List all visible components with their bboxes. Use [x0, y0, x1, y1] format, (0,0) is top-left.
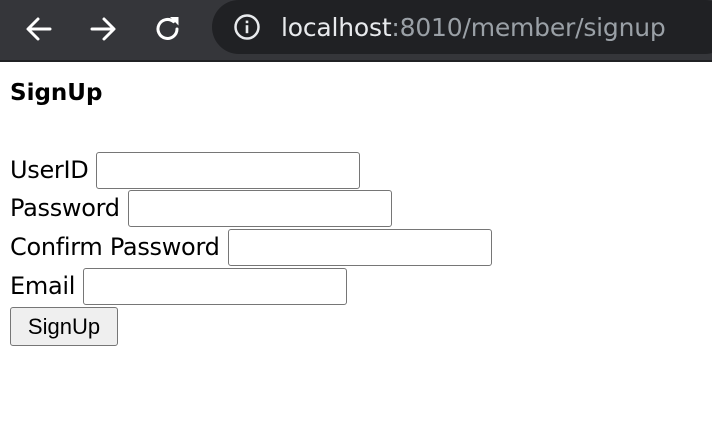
password-label: Password	[10, 194, 120, 222]
forward-button[interactable]	[80, 6, 126, 52]
signup-button[interactable]: SignUp	[10, 307, 118, 346]
confirm-password-label: Confirm Password	[10, 233, 220, 261]
password-row: Password	[10, 189, 392, 227]
url-text: localhost:8010/member/signup	[281, 13, 666, 42]
userid-row: UserID	[10, 151, 361, 189]
page-title: SignUp	[10, 80, 103, 106]
address-bar[interactable]: localhost:8010/member/signup	[212, 0, 712, 54]
url-host: localhost	[281, 12, 392, 42]
userid-label: UserID	[10, 156, 89, 184]
userid-input[interactable]	[96, 151, 361, 189]
arrow-right-icon	[88, 14, 118, 44]
email-label: Email	[10, 272, 76, 300]
confirm-password-row: Confirm Password	[10, 228, 492, 266]
email-row: Email	[10, 267, 348, 305]
back-button[interactable]	[16, 6, 62, 52]
confirm-password-input[interactable]	[227, 228, 492, 266]
info-circle-icon[interactable]	[233, 13, 261, 41]
reload-button[interactable]	[145, 6, 191, 52]
password-input[interactable]	[127, 189, 392, 227]
arrow-left-icon	[24, 14, 54, 44]
email-input[interactable]	[83, 267, 348, 305]
url-path: :8010/member/signup	[391, 12, 666, 42]
reload-icon	[153, 14, 183, 44]
browser-toolbar: localhost:8010/member/signup	[0, 0, 712, 62]
